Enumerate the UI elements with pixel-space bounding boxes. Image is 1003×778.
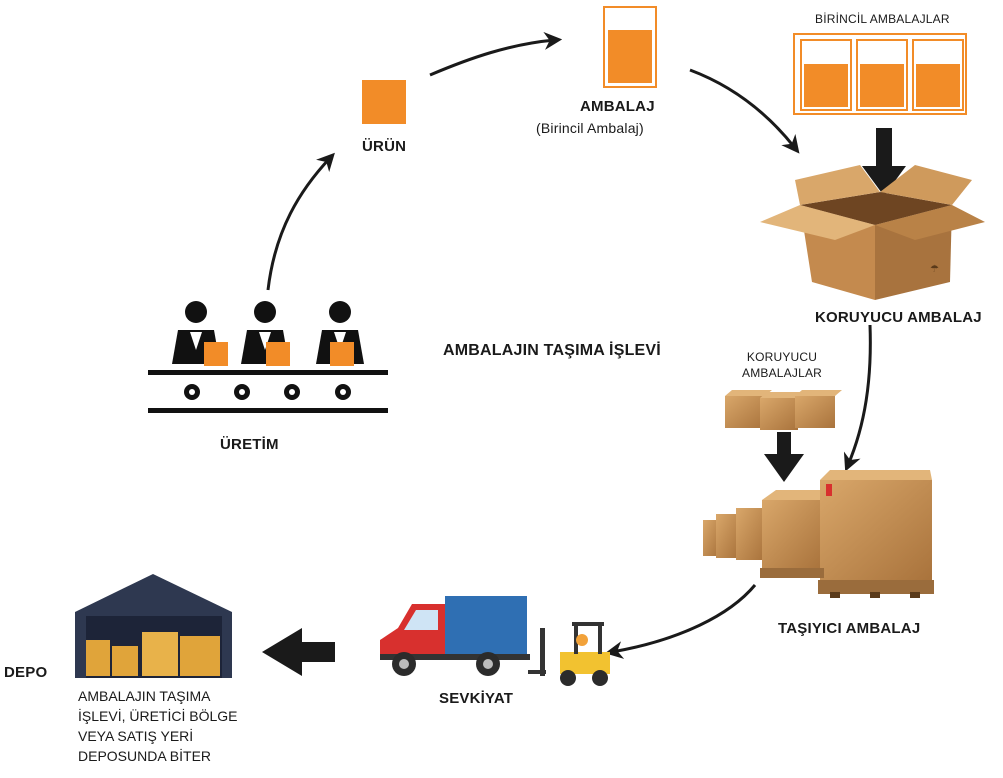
arrow-uretim-to-urun [266, 152, 335, 291]
pallet-boxes [703, 470, 934, 598]
ambalaj-label: AMBALAJ [580, 98, 655, 115]
depo-desc-line: VEYA SATIŞ YERİ [78, 728, 194, 744]
svg-text:☂: ☂ [930, 264, 939, 275]
koruyucu-ambalaj-label: KORUYUCU AMBALAJ [815, 309, 982, 326]
arrow-ambalaj-to-koli [689, 68, 800, 154]
urun-label: ÜRÜN [362, 138, 407, 155]
diagram-title: AMBALAJIN TAŞIMA İŞLEVİ [443, 342, 661, 359]
tasiyici-ambalaj-label: TAŞIYICI AMBALAJ [778, 620, 921, 637]
depo-desc-line: AMBALAJIN TAŞIMA [78, 688, 211, 704]
urun-square [362, 80, 406, 124]
depo-desc-line: DEPOSUNDA BİTER [78, 748, 212, 764]
koruyucu-ambalajlar-label-1: KORUYUCU [746, 350, 818, 364]
open-cardboard-box: ☂ [760, 165, 985, 300]
arrow-urun-to-ambalaj [429, 31, 563, 77]
depo-desc-line: İŞLEVİ, ÜRETİCİ BÖLGE [78, 708, 238, 724]
production-line [148, 301, 388, 413]
birincil-ambalajlar-label: BİRİNCİL AMBALAJLAR [815, 12, 950, 26]
birincil-ambalajlar-group [793, 33, 967, 115]
warehouse [75, 574, 232, 678]
depo-label: DEPO [4, 664, 48, 681]
arrow-tasiyici-to-sevkiyat [604, 584, 757, 659]
ambalaj-sub-label: (Birincil Ambalaj) [536, 120, 644, 136]
uretim-label: ÜRETİM [220, 436, 279, 453]
sevkiyat-label: SEVKİYAT [439, 690, 514, 707]
delivery-truck [380, 596, 530, 676]
koruyucu-small-boxes [725, 390, 842, 430]
down-arrow-birincil [862, 128, 906, 196]
depo-description: AMBALAJIN TAŞIMA İŞLEVİ, ÜRETİCİ BÖLGE V… [78, 686, 238, 766]
ambalaj-container [603, 6, 657, 88]
forklift [528, 622, 610, 686]
down-arrow-koruyucu [764, 432, 804, 482]
koruyucu-ambalajlar-label-2: AMBALAJLAR [741, 366, 823, 380]
arrow-koli-to-tasiyici [843, 324, 872, 472]
left-arrow-depo [262, 628, 335, 676]
